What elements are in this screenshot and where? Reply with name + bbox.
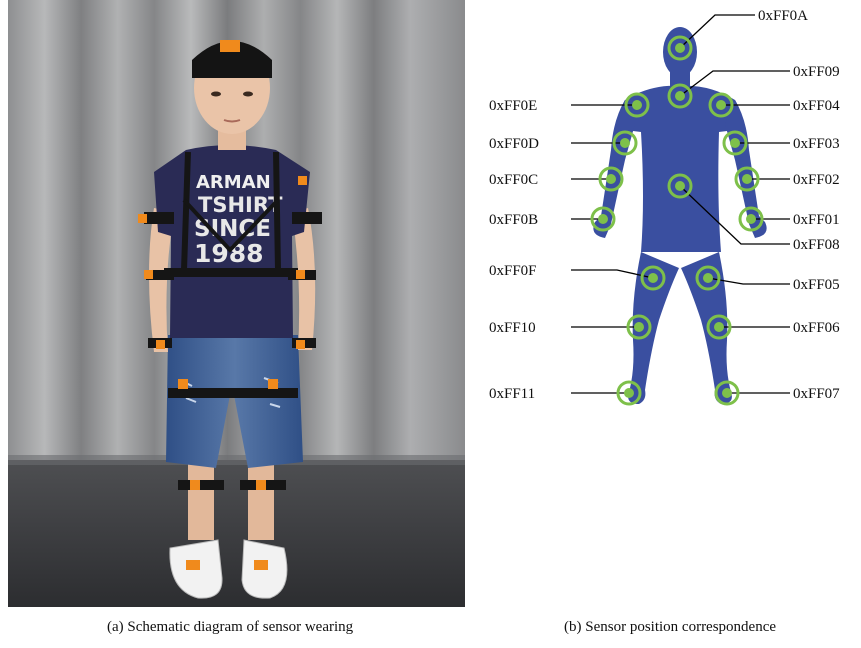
body-sensor-map: 0xFF0A 0xFF09 0xFF0E 0xFF04 0xFF0D 0xFF0… xyxy=(465,0,861,420)
label-right-foot: 0xFF07 xyxy=(793,386,840,402)
label-left-thigh: 0xFF0F xyxy=(489,263,537,279)
label-right-hand: 0xFF01 xyxy=(793,212,840,228)
label-pelvis: 0xFF08 xyxy=(793,237,840,253)
label-head: 0xFF0A xyxy=(758,8,808,24)
label-right-thigh: 0xFF05 xyxy=(793,277,840,293)
label-left-hand: 0xFF0B xyxy=(489,212,538,228)
label-right-shin: 0xFF06 xyxy=(793,320,840,336)
label-right-shoulder: 0xFF04 xyxy=(793,98,840,114)
shirt-text-line2: TSHIRT xyxy=(198,193,283,217)
floor xyxy=(8,460,465,607)
person-photo-illustration: ARMAN TSHIRT SINCE 1988 xyxy=(8,0,465,607)
shirt-text-line1: ARMAN xyxy=(196,172,271,193)
label-chest: 0xFF09 xyxy=(793,64,840,80)
sensor-wearing-photo: ARMAN TSHIRT SINCE 1988 xyxy=(8,0,465,607)
caption-a: (a) Schematic diagram of sensor wearing xyxy=(107,619,353,636)
caption-b: (b) Sensor position correspondence xyxy=(564,619,776,636)
label-left-forearm: 0xFF0C xyxy=(489,172,538,188)
label-right-forearm: 0xFF02 xyxy=(793,172,840,188)
label-left-shin: 0xFF10 xyxy=(489,320,536,336)
label-left-foot: 0xFF11 xyxy=(489,386,535,402)
shirt-text-line4: 1988 xyxy=(194,239,264,268)
label-left-shoulder: 0xFF0E xyxy=(489,98,537,114)
label-right-upper-arm: 0xFF03 xyxy=(793,136,840,152)
label-left-upper-arm: 0xFF0D xyxy=(489,136,539,152)
sensor-position-diagram: 0xFF0A 0xFF09 0xFF0E 0xFF04 0xFF0D 0xFF0… xyxy=(465,0,861,420)
